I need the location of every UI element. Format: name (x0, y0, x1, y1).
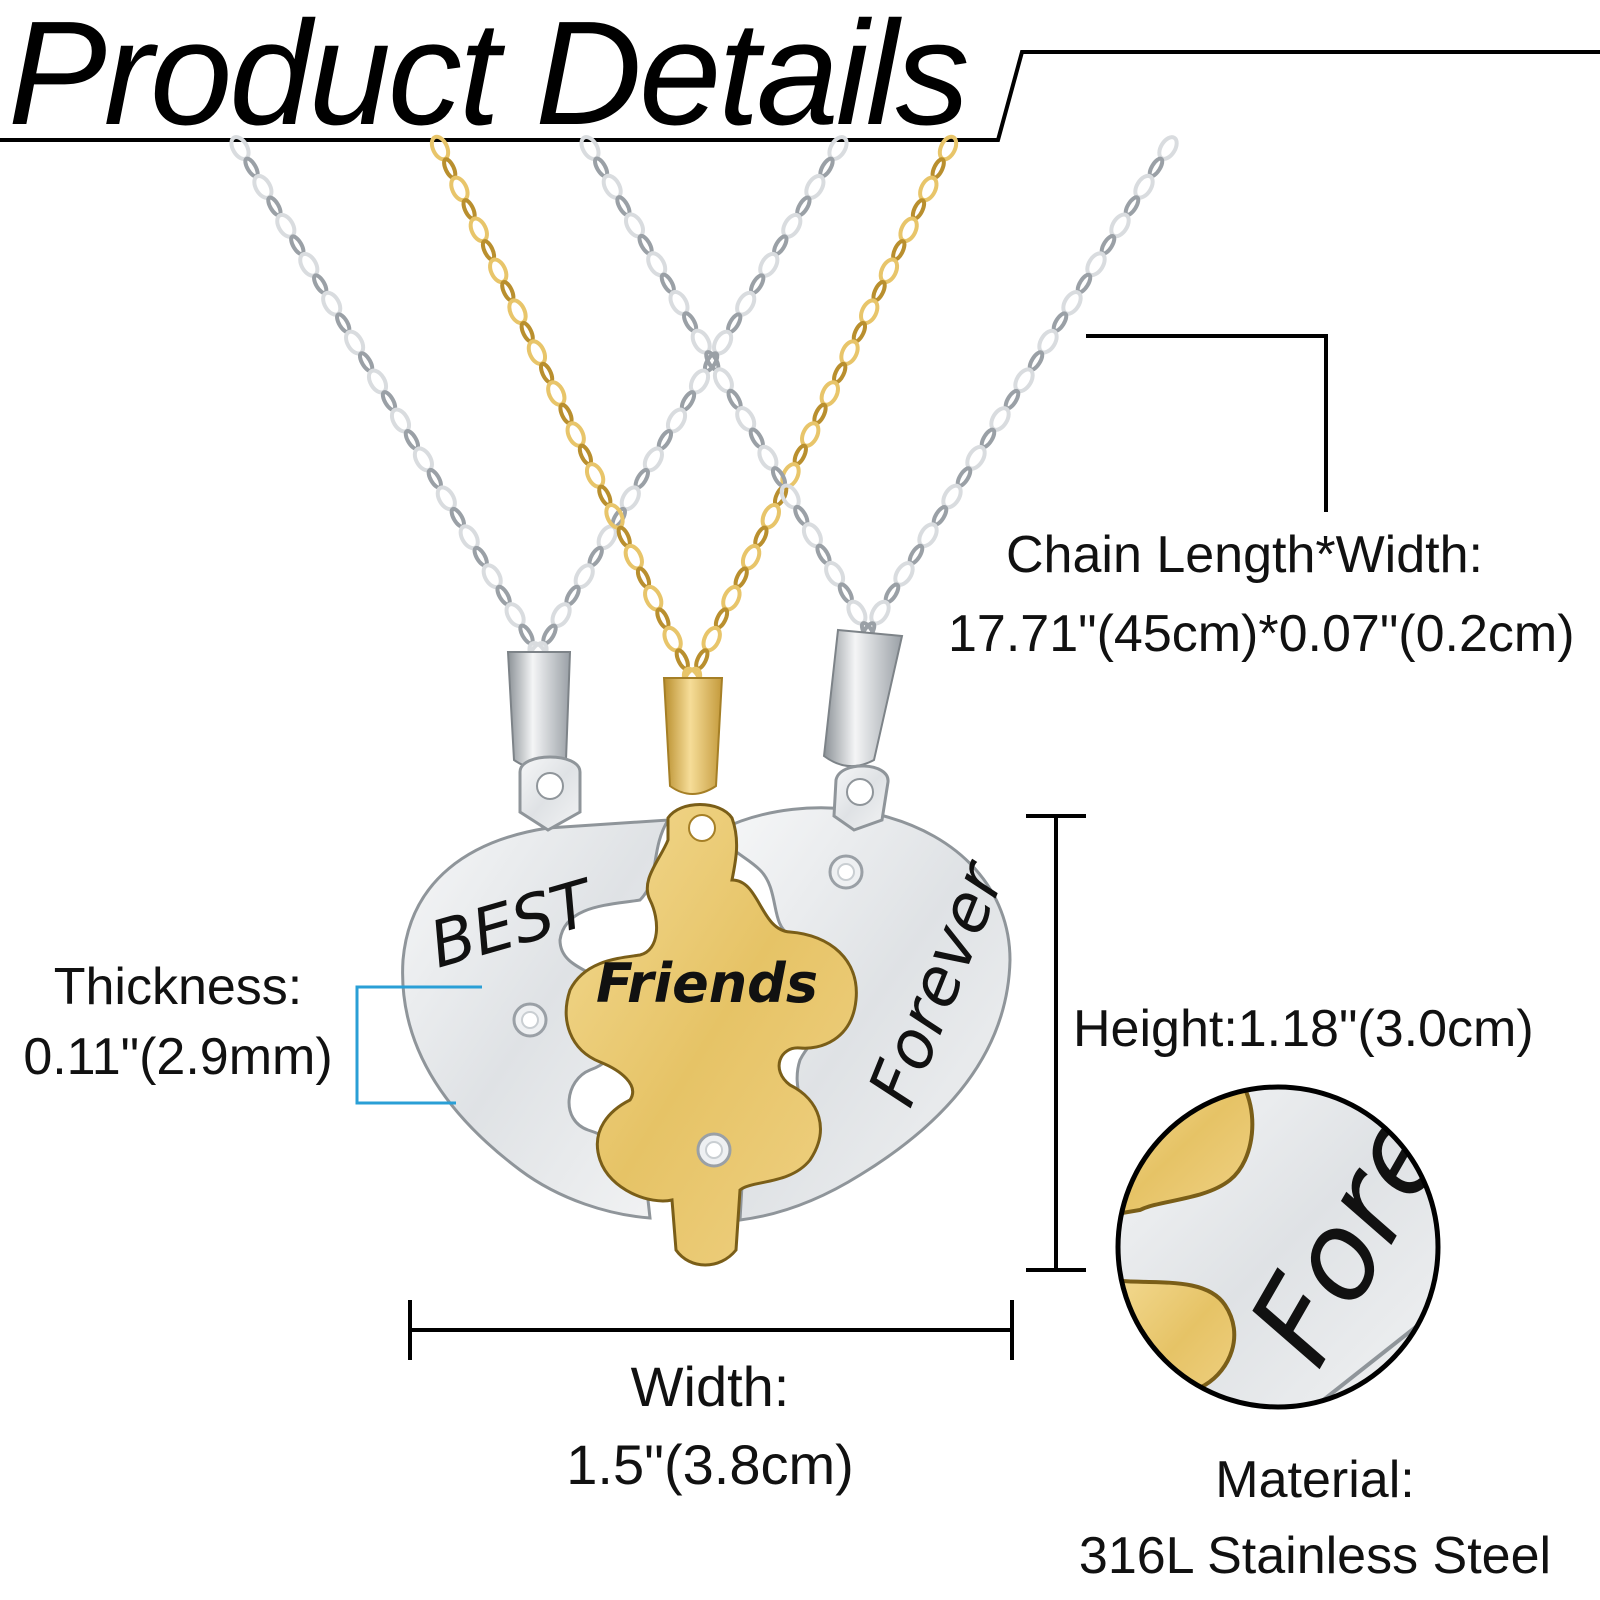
thickness-value: 0.11"(2.9mm) (23, 1028, 333, 1086)
height-dimension-line (1026, 814, 1086, 1272)
gem-left (512, 1002, 548, 1038)
thickness-label: Thickness: (53, 958, 303, 1016)
gem-center (696, 1132, 732, 1168)
width-dimension-line (408, 1300, 1014, 1360)
height-spec: Height:1.18"(3.0cm) (1073, 992, 1534, 1067)
bail-right (822, 628, 904, 767)
material-zoom-detail: Fore (1115, 1084, 1441, 1410)
material-spec: Material: 316L Stainless Steel (1050, 1442, 1580, 1594)
material-value: 316L Stainless Steel (1078, 1527, 1552, 1585)
chain-spec-value: 17.71"(45cm)*0.07"(0.2cm) (948, 597, 1575, 672)
chains (229, 134, 1179, 694)
thickness-bracket (355, 985, 482, 1105)
chain-length-width-label: Chain Length*Width: (1006, 526, 1483, 584)
page-title: Product Details (8, 0, 970, 156)
heart-pendant: BEST Friends Forever (401, 755, 1021, 1267)
gem-right (828, 854, 864, 890)
width-label: Width: (630, 1355, 790, 1418)
chain-length-width-value: 17.71"(45cm)*0.07"(0.2cm) (948, 605, 1575, 663)
width-spec: Width: 1.5"(3.8cm) (520, 1348, 900, 1504)
material-label: Material: (1215, 1451, 1415, 1509)
thickness-spec: Thickness: 0.11"(2.9mm) (8, 952, 348, 1092)
width-value: 1.5"(3.8cm) (566, 1433, 854, 1496)
gold-puzzle-piece (564, 803, 858, 1267)
chain-spec-label: Chain Length*Width: (1006, 518, 1483, 593)
chain-length-leader (1086, 334, 1328, 512)
engraving-friends: Friends (596, 952, 818, 1015)
height-value: Height:1.18"(3.0cm) (1073, 1000, 1534, 1058)
bail-left (506, 651, 572, 770)
bail-middle (662, 677, 724, 795)
header-rule (0, 50, 1600, 142)
